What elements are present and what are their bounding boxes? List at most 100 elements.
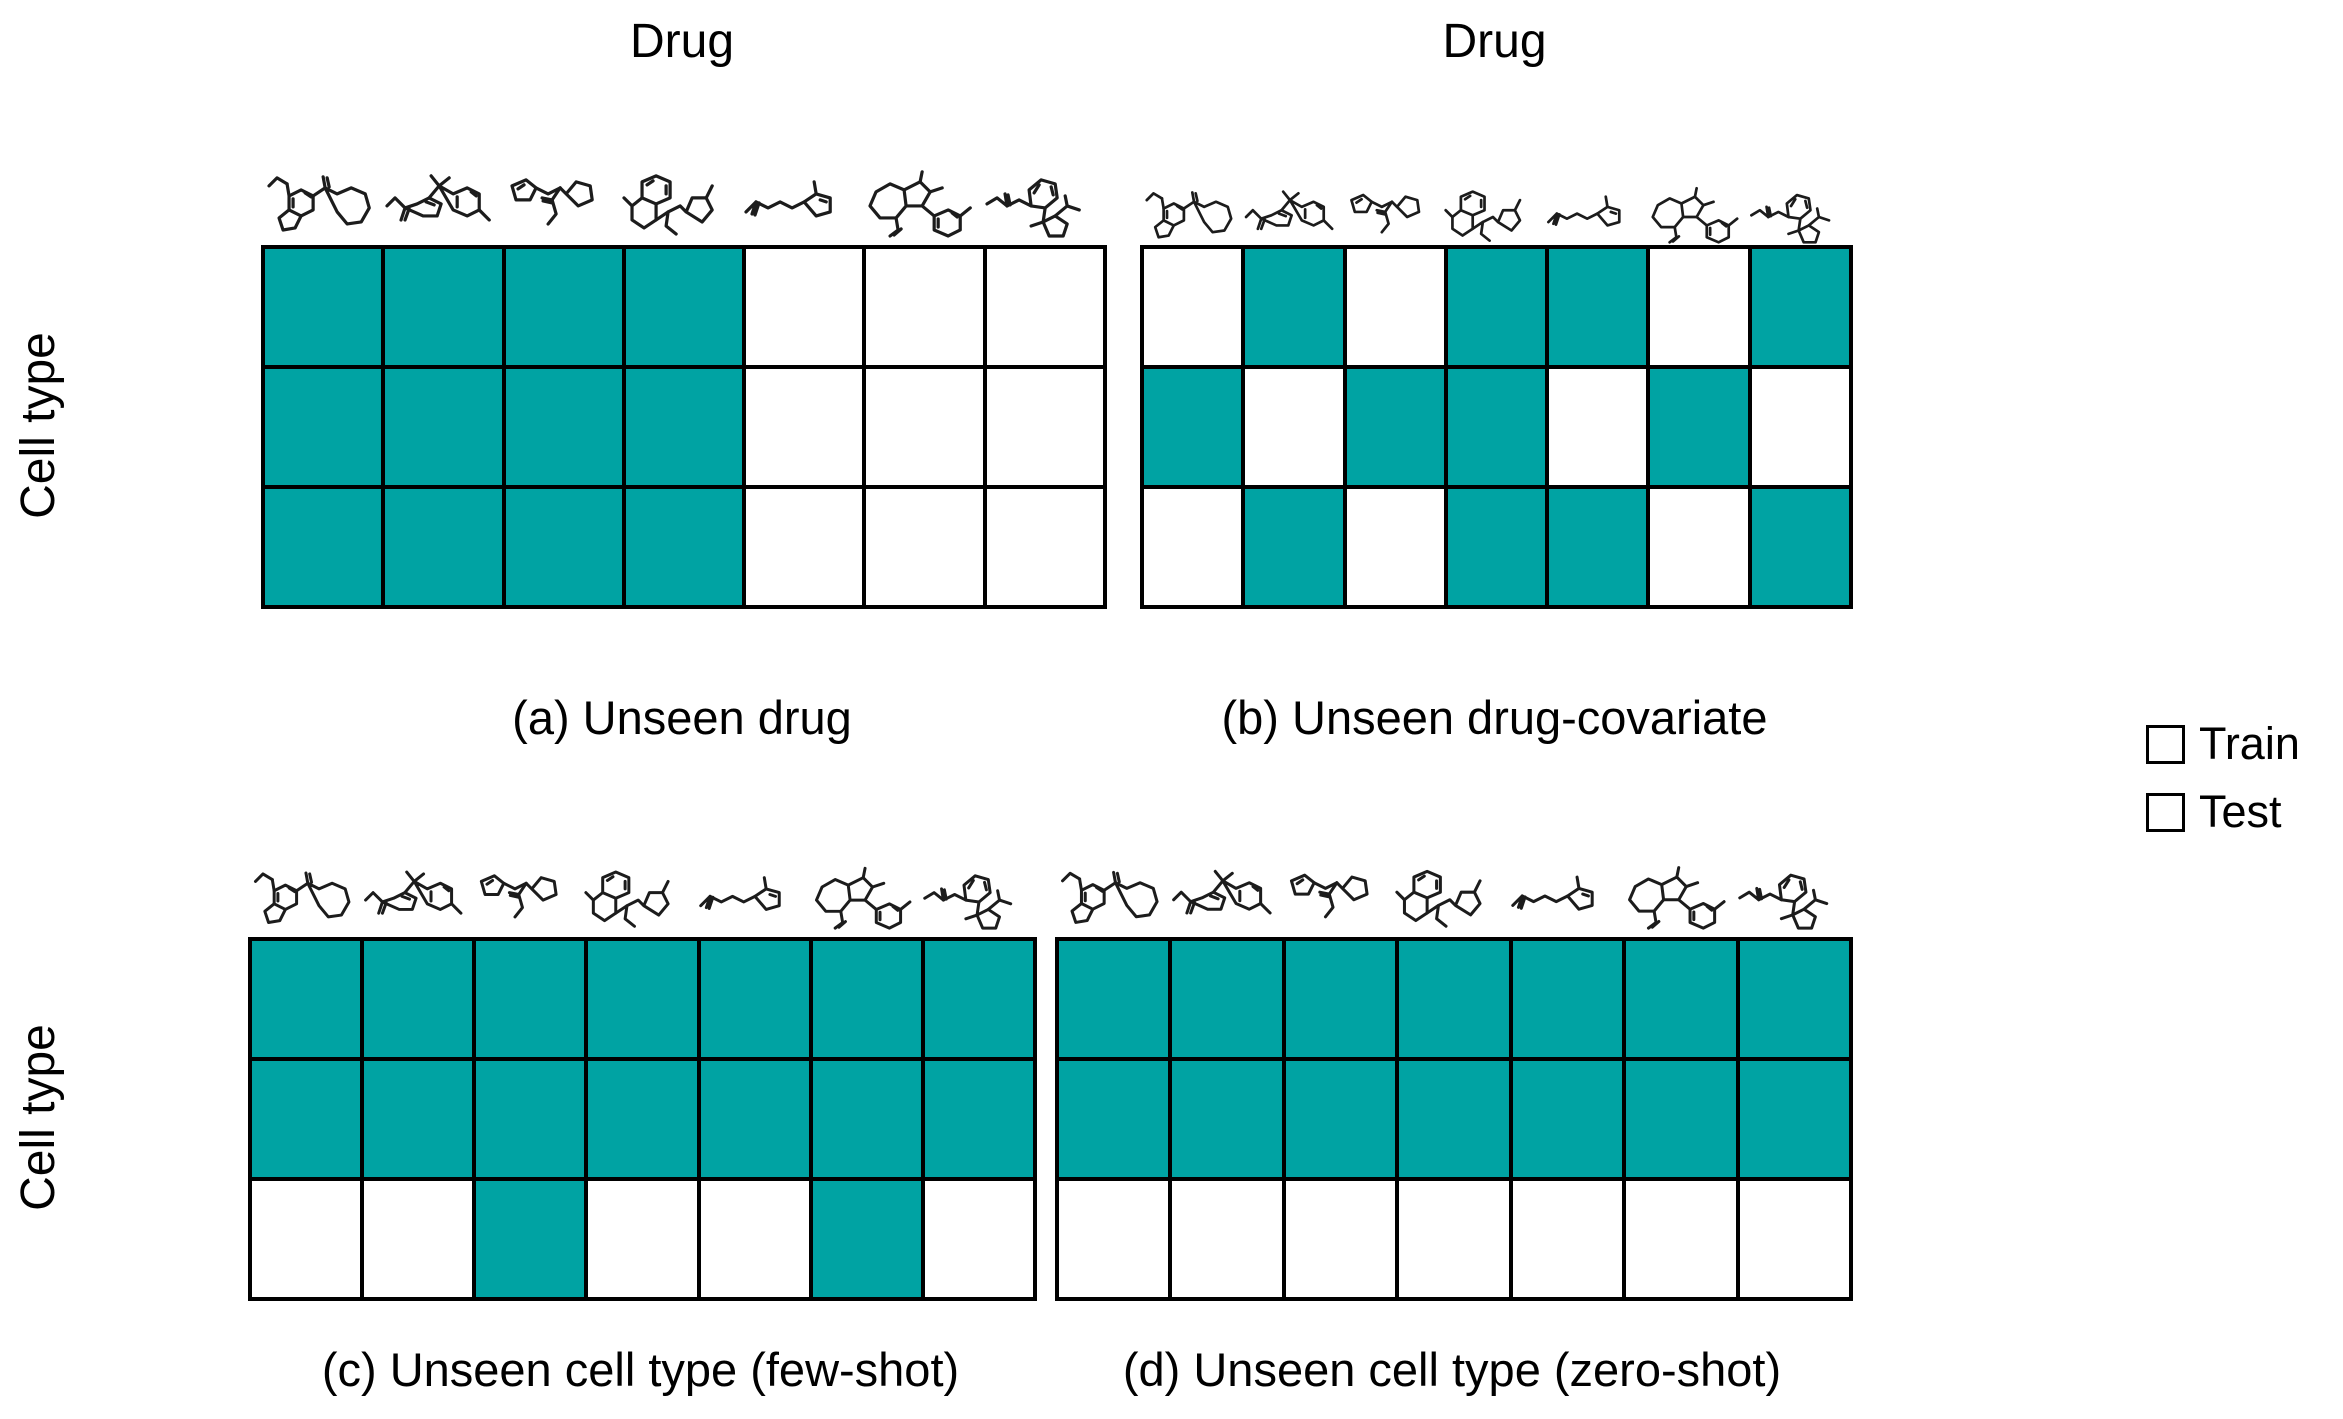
cell-d-r2c4-train — [1397, 1059, 1511, 1179]
cell-c-r3c1-test — [250, 1179, 363, 1299]
cell-d-r1c5-train — [1510, 939, 1625, 1059]
cell-a-r2c7-test — [984, 367, 1105, 487]
molecule-1-structure — [1145, 191, 1233, 239]
legend-train-label: Train — [2199, 718, 2300, 769]
cell-c-r1c7-train — [922, 939, 1035, 1059]
cell-a-r2c1-train — [263, 367, 384, 487]
cell-c-r2c4-train — [586, 1059, 699, 1179]
cell-b-r2c2-test — [1243, 367, 1345, 487]
molecule-6-structure — [1628, 866, 1726, 930]
cell-c-r2c2-train — [362, 1059, 475, 1179]
molecule-2-structure — [385, 174, 492, 222]
cell-c-r2c5-train — [698, 1059, 811, 1179]
drug-structures-panel-a — [261, 160, 1103, 238]
molecule-7-structure — [923, 874, 1013, 930]
cell-d-r1c1-train — [1057, 939, 1171, 1059]
cell-type-icons-top — [124, 245, 244, 605]
cell-b-r2c4-train — [1445, 367, 1548, 487]
cell-b-r3c4-train — [1445, 487, 1548, 607]
cell-c-r2c7-train — [922, 1059, 1035, 1179]
cell-d-r2c7-train — [1737, 1059, 1851, 1179]
drug-structures-panel-b — [1140, 166, 1849, 244]
cell-a-r3c7-test — [984, 487, 1105, 607]
molecule-1-structure — [267, 175, 371, 232]
cell-c-r1c1-train — [250, 939, 363, 1059]
cell-c-r1c4-train — [586, 939, 699, 1059]
cell-b-r1c6-test — [1648, 247, 1750, 367]
test-swatch — [2146, 792, 2185, 832]
cell-d-r3c4-test — [1397, 1179, 1511, 1299]
molecule-7-structure — [1737, 873, 1828, 930]
cell-d-r3c1-test — [1057, 1179, 1171, 1299]
cell-a-r1c3-train — [503, 247, 624, 367]
cell-d-r1c3-train — [1283, 939, 1398, 1059]
cell-a-r2c2-train — [383, 367, 504, 487]
molecule-7-structure — [985, 178, 1081, 238]
cell-b-r1c3-test — [1344, 247, 1446, 367]
molecule-3-structure — [1349, 193, 1420, 234]
cell-c-r3c7-test — [922, 1179, 1035, 1299]
cell-b-r3c6-test — [1648, 487, 1750, 607]
cell-d-r2c1-train — [1057, 1059, 1171, 1179]
cell-b-r1c2-train — [1243, 247, 1345, 367]
cell-d-r3c3-test — [1283, 1179, 1398, 1299]
cell-b-r2c3-train — [1344, 367, 1446, 487]
cell-b-r2c7-test — [1749, 367, 1851, 487]
caption-panel-d: (d) Unseen cell type (zero-shot) — [1122, 1343, 1782, 1396]
cell-d-r2c5-train — [1510, 1059, 1625, 1179]
legend-test-label: Test — [2199, 786, 2282, 837]
cell-d-r3c2-test — [1170, 1179, 1284, 1299]
molecule-4-structure — [1444, 190, 1522, 242]
cell-d-r3c7-test — [1737, 1179, 1851, 1299]
cell-d-r1c7-train — [1737, 939, 1851, 1059]
molecule-5-structure — [744, 180, 832, 218]
cell-c-r3c5-test — [698, 1179, 811, 1299]
cell-type-axis-label-bottom: Cell type — [11, 1023, 65, 1211]
cell-a-r3c1-train — [263, 487, 384, 607]
cell-c-r2c3-train — [474, 1059, 587, 1179]
molecule-5-structure — [1547, 195, 1621, 227]
cell-b-r3c7-train — [1749, 487, 1851, 607]
cell-c-r3c6-train — [810, 1179, 923, 1299]
molecule-4-structure — [622, 174, 714, 236]
grid-panel-c — [248, 937, 1037, 1301]
cell-a-r1c5-test — [744, 247, 865, 367]
cell-b-r2c6-train — [1648, 367, 1750, 487]
cell-c-r3c4-test — [586, 1179, 699, 1299]
cell-d-r2c3-train — [1283, 1059, 1398, 1179]
molecule-3-structure — [509, 178, 594, 226]
molecule-6-structure — [1651, 186, 1739, 244]
cell-b-r1c5-train — [1547, 247, 1649, 367]
cell-b-r1c7-train — [1749, 247, 1851, 367]
molecule-4-structure — [1395, 869, 1482, 928]
cell-a-r2c3-train — [503, 367, 624, 487]
train-swatch — [2146, 724, 2185, 764]
molecule-3-structure — [480, 874, 558, 919]
cell-c-r3c2-test — [362, 1179, 475, 1299]
cell-b-r2c5-test — [1547, 367, 1649, 487]
cell-a-r3c2-train — [383, 487, 504, 607]
cell-a-r1c2-train — [383, 247, 504, 367]
cell-c-r2c1-train — [250, 1059, 363, 1179]
legend-item-train: Train — [2146, 718, 2300, 770]
cell-d-r1c4-train — [1397, 939, 1511, 1059]
cell-b-r3c3-test — [1344, 487, 1446, 607]
cell-a-r3c6-test — [864, 487, 985, 607]
molecule-2-structure — [1244, 190, 1334, 231]
cell-b-r1c4-train — [1445, 247, 1548, 367]
cell-type-axis-label-top: Cell type — [11, 331, 65, 519]
cell-a-r1c7-test — [984, 247, 1105, 367]
cell-d-r3c5-test — [1510, 1179, 1625, 1299]
molecule-6-structure — [814, 866, 912, 930]
molecule-5-structure — [698, 876, 781, 911]
drug-structures-panel-d — [1055, 852, 1849, 930]
caption-panel-c: (c) Unseen cell type (few-shot) — [321, 1343, 960, 1396]
grid-panel-b — [1140, 245, 1853, 609]
grid-panel-d — [1055, 937, 1853, 1301]
cell-c-r1c2-train — [362, 939, 475, 1059]
cell-d-r2c2-train — [1170, 1059, 1284, 1179]
molecule-2-structure — [364, 870, 463, 915]
cell-a-r1c4-train — [623, 247, 745, 367]
caption-panel-b: (b) Unseen drug-covariate — [1221, 691, 1768, 744]
cell-d-r1c2-train — [1170, 939, 1284, 1059]
